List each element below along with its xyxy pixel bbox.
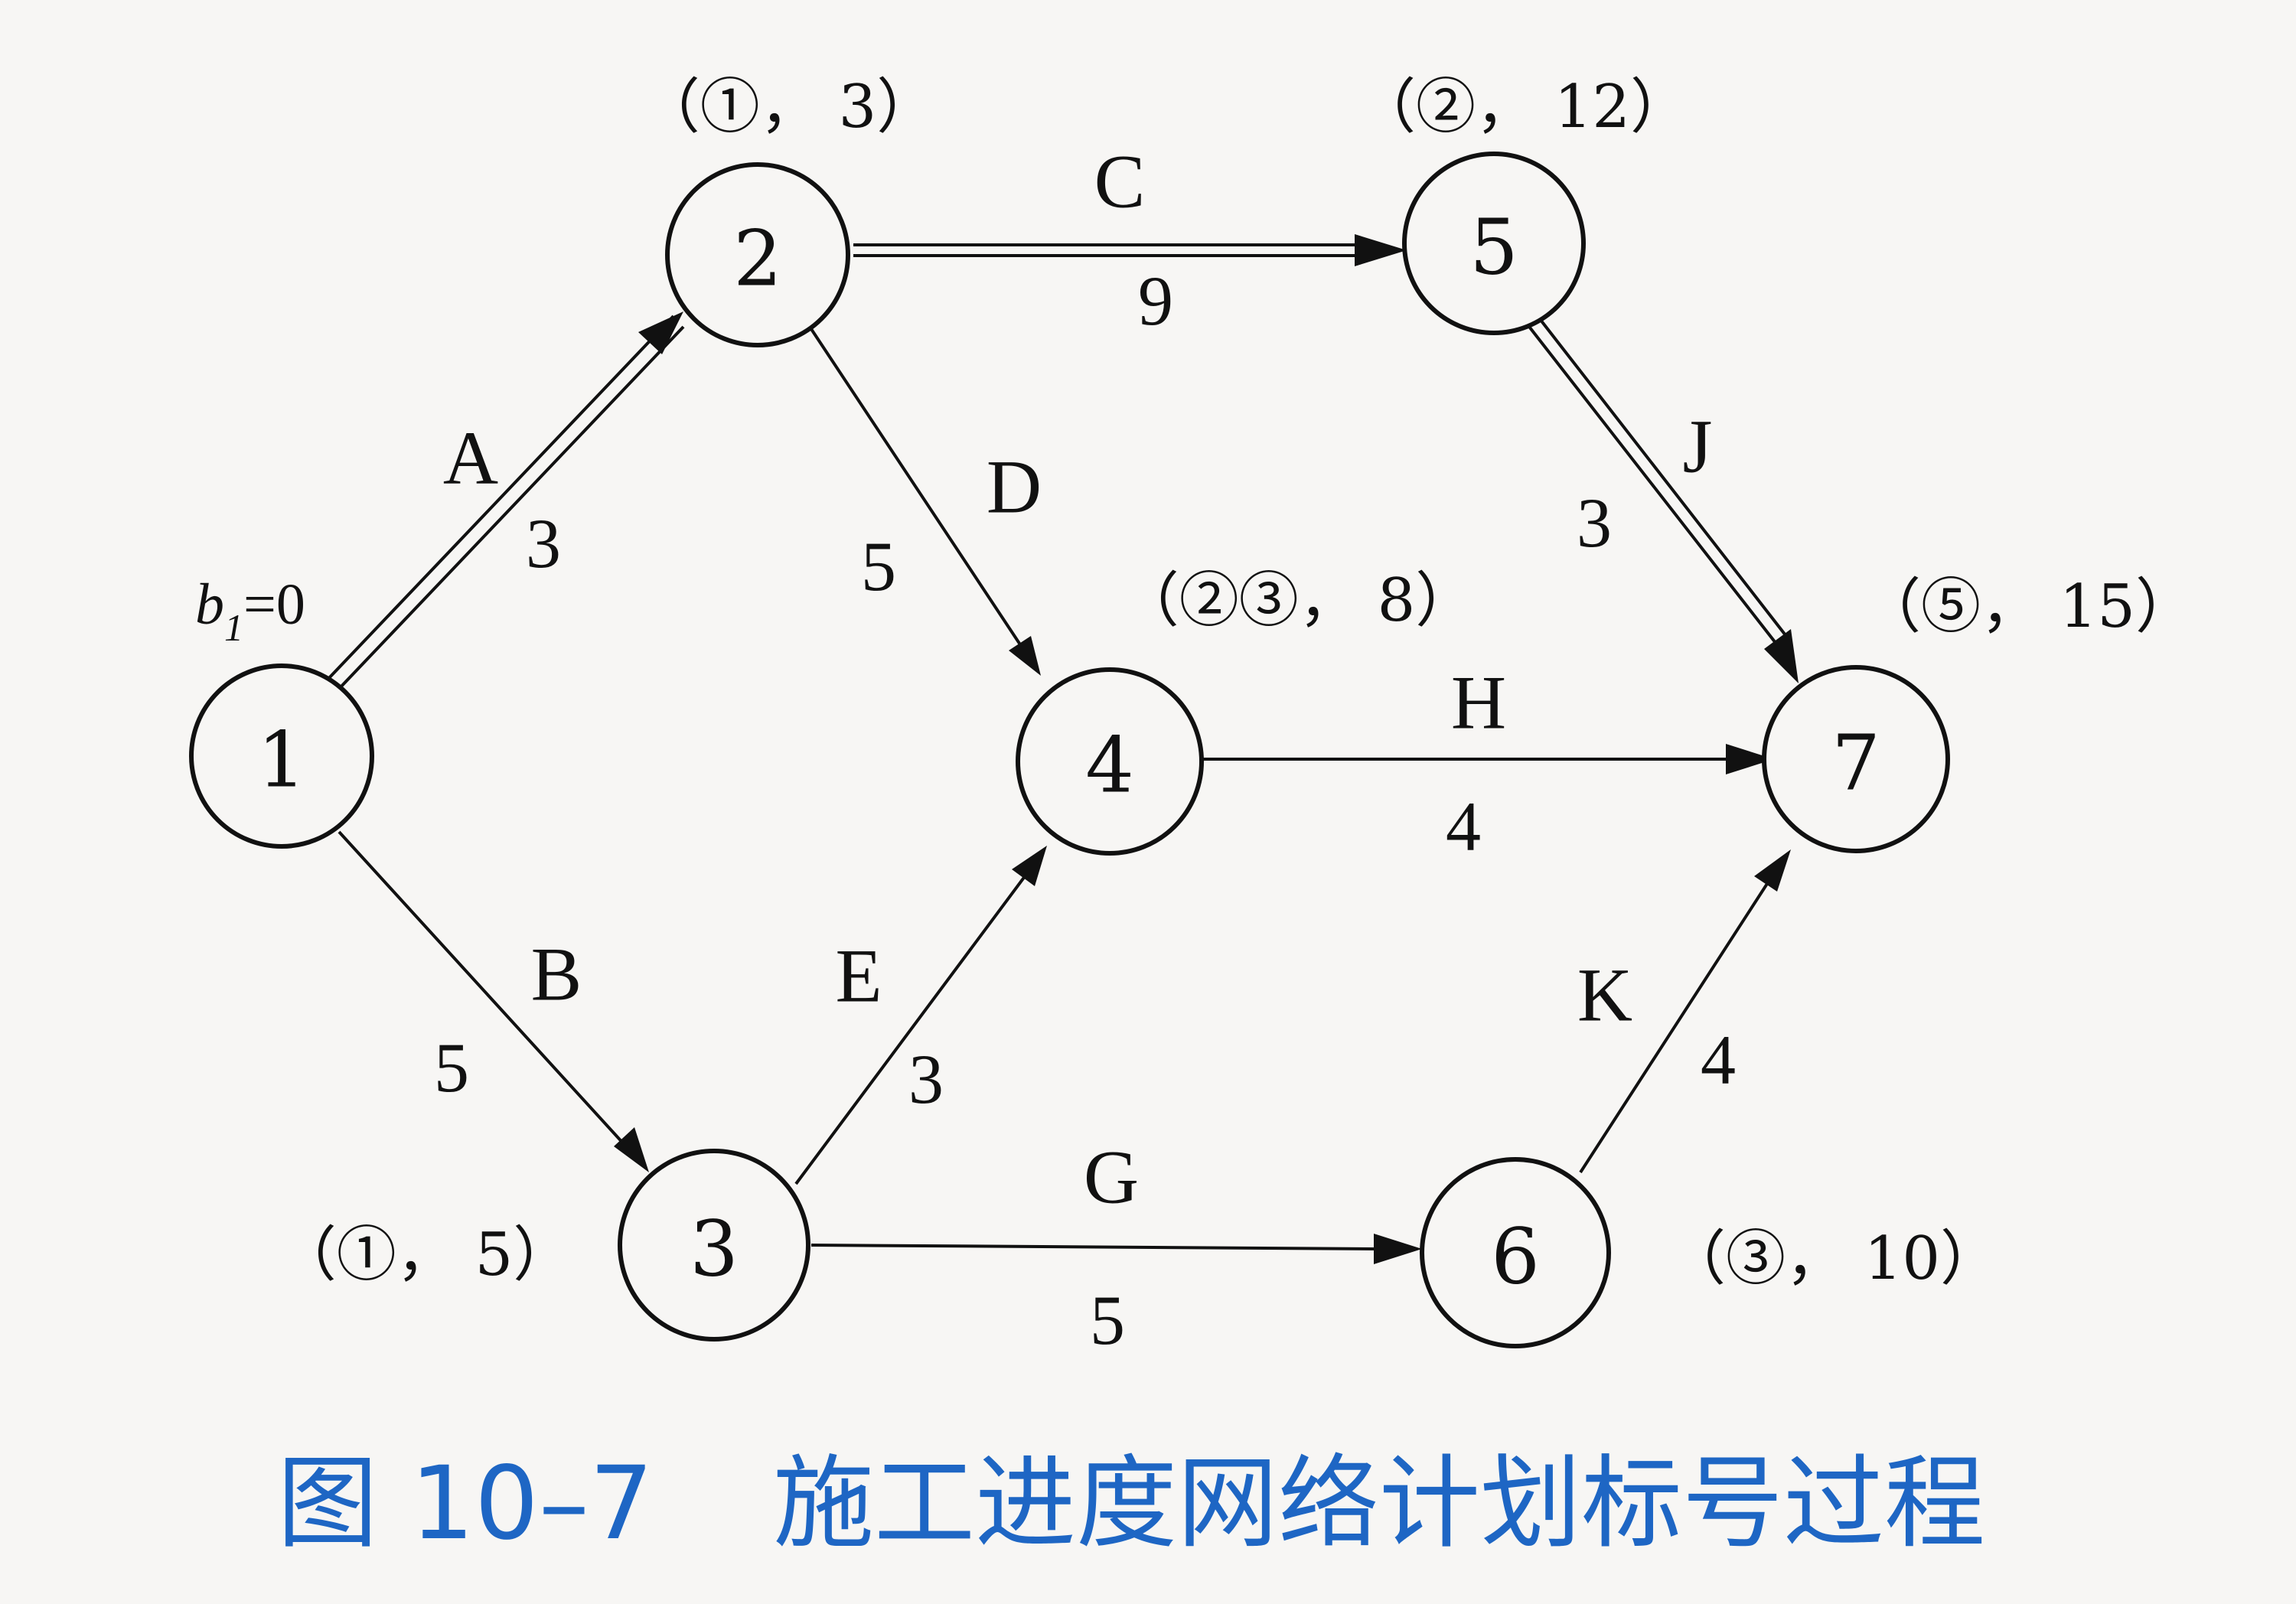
edge-c-duration: 9 bbox=[1138, 262, 1173, 340]
node-7-label: （⑤， 15） bbox=[1861, 572, 2195, 641]
edge-j-line-2 bbox=[1536, 315, 1787, 637]
caption-figure-number: 图 10–7 bbox=[277, 1445, 654, 1563]
edge-e-arrowhead bbox=[1012, 846, 1047, 886]
edges: A 3 B 5 C 9 D 5 E 3 bbox=[326, 139, 1799, 1359]
node-3-number: 3 bbox=[690, 1205, 739, 1294]
edge-h-arrowhead bbox=[1726, 744, 1774, 774]
edge-k-arrowhead bbox=[1754, 849, 1791, 892]
node-1: 1 bbox=[189, 663, 374, 849]
edge-k-duration: 4 bbox=[1701, 1021, 1736, 1099]
node-7: 7 bbox=[1762, 665, 1950, 853]
node-2-number: 2 bbox=[733, 214, 782, 304]
node-labels: （①， 3） （①， 5） （②③， 8） （②， 12） （③， 10） （⑤… bbox=[277, 73, 2195, 1293]
node-1-circle bbox=[189, 663, 374, 849]
node-6-label: （③， 10） bbox=[1666, 1224, 2000, 1293]
edge-e-line bbox=[794, 853, 1042, 1185]
node-4-label: （②③， 8） bbox=[1120, 566, 1475, 635]
node-2-circle bbox=[665, 162, 850, 347]
edge-b-line bbox=[338, 830, 643, 1165]
node-7-number: 7 bbox=[1831, 719, 1880, 808]
edge-h-name: H bbox=[1451, 660, 1506, 745]
edge-d-arrowhead bbox=[1009, 636, 1041, 676]
node-4: 4 bbox=[1016, 667, 1204, 856]
start-label-suffix: =0 bbox=[243, 572, 305, 637]
node-5-circle bbox=[1402, 152, 1586, 335]
node-3: 3 bbox=[618, 1149, 810, 1342]
edge-j-line-1 bbox=[1525, 322, 1777, 644]
edge-d: D 5 bbox=[810, 328, 1042, 676]
node-5-number: 5 bbox=[1469, 203, 1518, 292]
node-6: 6 bbox=[1420, 1157, 1611, 1348]
edge-d-line bbox=[810, 328, 1035, 666]
edge-g-arrowhead bbox=[1374, 1234, 1422, 1264]
start-label-prefix: b bbox=[195, 572, 224, 637]
node-4-circle bbox=[1016, 667, 1204, 856]
node-6-circle bbox=[1420, 1157, 1611, 1348]
node-3-label: （①， 5） bbox=[277, 1221, 572, 1289]
edge-b-duration: 5 bbox=[434, 1029, 469, 1107]
edge-j: J 3 bbox=[1525, 315, 1799, 683]
edge-j-name: J bbox=[1683, 404, 1713, 489]
edge-h: H 4 bbox=[1202, 660, 1774, 866]
edge-g-line bbox=[810, 1244, 1375, 1250]
node-2: 2 bbox=[665, 162, 850, 347]
start-label: b1=0 bbox=[195, 572, 305, 649]
edge-k-name: K bbox=[1577, 953, 1632, 1038]
edge-a-name: A bbox=[443, 416, 498, 500]
edge-a-line-1 bbox=[326, 315, 675, 681]
caption-title: 施工进度网络计划标号过程 bbox=[773, 1445, 1985, 1563]
edge-e-name: E bbox=[835, 934, 882, 1019]
edge-b-arrowhead bbox=[614, 1127, 649, 1172]
edge-h-duration: 4 bbox=[1446, 787, 1481, 866]
start-label-sub: 1 bbox=[224, 606, 243, 649]
node-7-circle bbox=[1762, 665, 1950, 853]
edge-a-arrowhead bbox=[638, 311, 683, 354]
edge-k: K 4 bbox=[1577, 849, 1791, 1174]
node-5: 5 bbox=[1402, 152, 1586, 335]
edge-g-duration: 5 bbox=[1090, 1281, 1125, 1359]
edge-k-line bbox=[1579, 863, 1781, 1174]
node-3-circle bbox=[618, 1149, 810, 1342]
edge-j-duration: 3 bbox=[1577, 484, 1612, 562]
nodes: 1 2 3 4 5 6 7 bbox=[189, 152, 1950, 1348]
node-1-number: 1 bbox=[257, 716, 306, 805]
edge-g-name: G bbox=[1084, 1135, 1139, 1220]
edge-g: G 5 bbox=[810, 1135, 1422, 1359]
edge-c-arrowhead bbox=[1355, 234, 1407, 266]
edge-c: C 9 bbox=[853, 139, 1407, 340]
edge-e-duration: 3 bbox=[908, 1040, 944, 1118]
node-4-number: 4 bbox=[1085, 721, 1134, 810]
edge-b-name: B bbox=[531, 932, 582, 1017]
node-5-label: （②， 12） bbox=[1356, 73, 1690, 142]
edge-c-name: C bbox=[1094, 139, 1146, 224]
edge-e: E 3 bbox=[794, 846, 1047, 1185]
edge-a: A 3 bbox=[326, 311, 685, 690]
edge-a-line-2 bbox=[338, 325, 685, 690]
edge-b: B 5 bbox=[338, 830, 649, 1172]
node-6-number: 6 bbox=[1491, 1212, 1540, 1302]
edge-d-name: D bbox=[987, 445, 1042, 530]
figure-caption: 图 10–7 施工进度网络计划标号过程 bbox=[277, 1445, 1985, 1563]
edge-d-duration: 5 bbox=[861, 527, 896, 605]
edge-a-duration: 3 bbox=[526, 504, 561, 582]
node-2-label: （①， 3） bbox=[641, 73, 936, 142]
edge-j-arrowhead bbox=[1764, 629, 1799, 683]
